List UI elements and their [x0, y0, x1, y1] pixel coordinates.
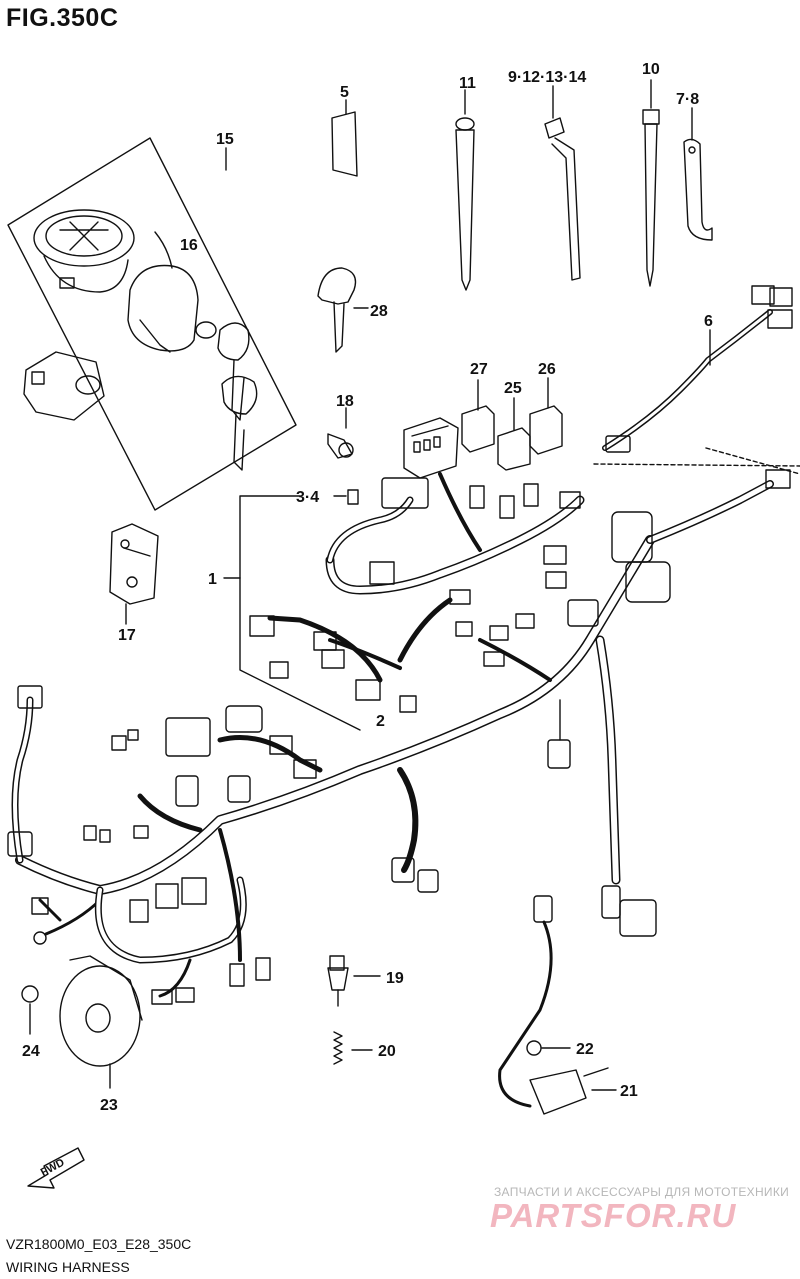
figure-title: FIG.350C [6, 4, 119, 32]
callout-26: 26 [538, 361, 556, 378]
fuel-cap-part [33, 209, 135, 293]
fuse-part [333, 489, 359, 505]
clamp-part [544, 85, 581, 281]
bolt-22-part [526, 1040, 571, 1056]
bolt-18-part [327, 407, 354, 459]
callout-5: 5 [340, 84, 349, 101]
callout-18: 18 [336, 393, 354, 410]
keys-part [217, 322, 258, 471]
callout-2: 2 [376, 713, 385, 730]
callout-15: 15 [216, 131, 234, 148]
callout-11: 11 [459, 75, 476, 92]
callout-10: 10 [642, 61, 660, 78]
bracket-part [109, 523, 159, 625]
callout-16: 16 [180, 237, 198, 254]
callout-19: 19 [386, 970, 404, 987]
callout-7-8: 7·8 [676, 91, 699, 108]
callout-25: 25 [504, 380, 522, 397]
watermark-subtitle: ЗАПЧАСТИ И АКСЕССУАРЫ ДЛЯ МОТОТЕХНИКИ [494, 1185, 790, 1199]
callout-3-4: 3·4 [296, 489, 319, 506]
cable-tie-long-part [642, 79, 660, 287]
fwd-arrow-icon [27, 1147, 85, 1189]
callout-28: 28 [370, 303, 388, 320]
ignition-switch-set-box [7, 137, 297, 511]
fuse-box-part [403, 417, 459, 479]
sensor-21-part [498, 895, 617, 1115]
watermark-brand: PARTSFOR.RU [490, 1197, 737, 1234]
callout-27: 27 [470, 361, 488, 378]
cable-tie-part [455, 89, 475, 291]
spring-20-part [333, 1031, 373, 1065]
callout-9-14: 9·12·13·14 [508, 69, 586, 86]
relay-26-part [529, 377, 563, 455]
main-harness-part [7, 469, 791, 1005]
callout-22: 22 [576, 1041, 594, 1058]
relay-27-part [461, 379, 495, 453]
callout-21: 21 [620, 1083, 638, 1100]
callout-1: 1 [208, 571, 217, 588]
ignition-switch-part [127, 231, 217, 353]
callout-20: 20 [378, 1043, 396, 1060]
bolt-24-part [21, 985, 39, 1035]
key-blank-part [317, 267, 369, 353]
sub-harness-part [593, 285, 800, 475]
band-part [683, 107, 713, 241]
switch-19-part [327, 955, 381, 1007]
callout-24: 24 [22, 1043, 40, 1060]
callout-6: 6 [704, 313, 713, 330]
assembly-bracket [223, 495, 361, 731]
callout-23: 23 [100, 1097, 118, 1114]
label-sticker-part [331, 99, 358, 177]
figure-code: VZR1800M0_E03_E28_350C [6, 1236, 192, 1252]
figure-name: WIRING HARNESS [6, 1259, 130, 1275]
steering-lock-part [23, 351, 105, 421]
horn-part [59, 955, 143, 1089]
relay-25-part [497, 397, 531, 471]
callout-17: 17 [118, 627, 136, 644]
